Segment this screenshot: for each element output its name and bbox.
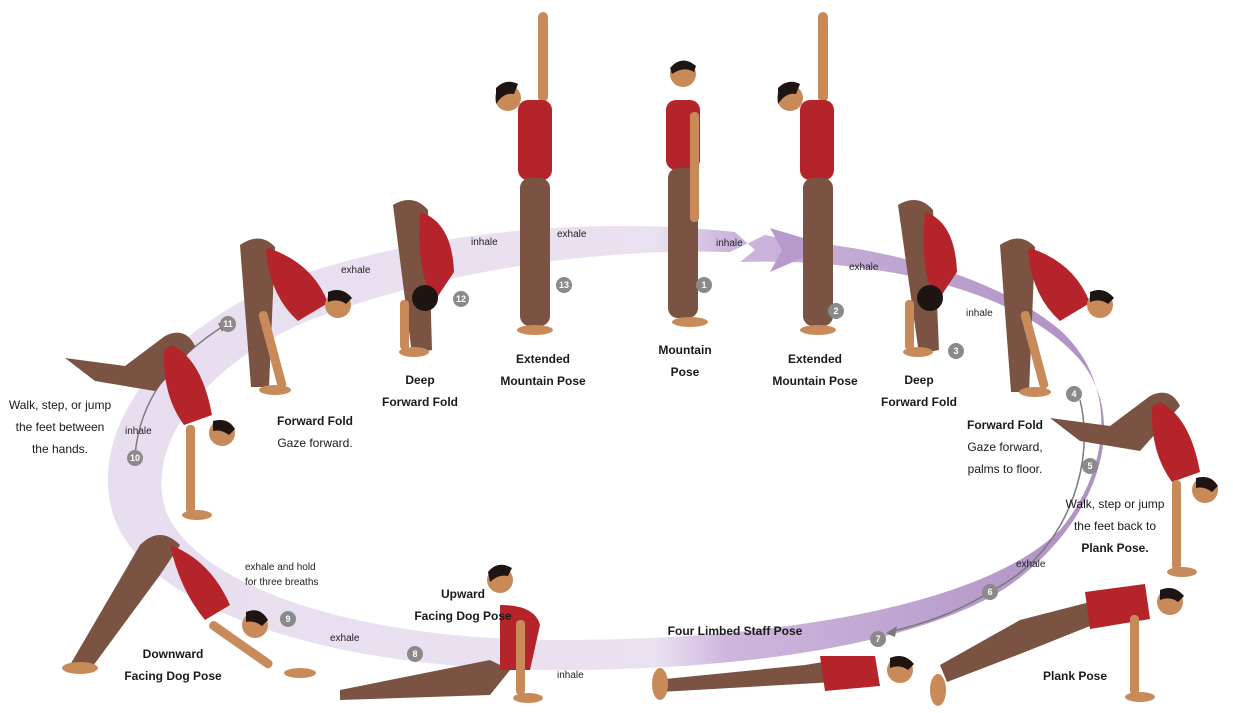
step-badge-9: 9 [280,611,296,627]
breath-label-5: exhale [1016,559,1045,570]
figure-forward-fold-right [1000,238,1114,397]
step-badge-13: 13 [556,277,572,293]
breath-label-12: exhale [557,229,586,240]
pose-label-deep-forward-fold-left: Deep Forward Fold [375,369,465,413]
figure-deep-forward-fold-right [898,200,957,357]
instruction-walk-back: Walk, step or jump the feet back to Plan… [1060,493,1170,559]
breath-label-10: exhale [341,265,370,276]
breath-label-4: inhale [471,237,498,248]
step-badge-11: 11 [220,316,236,332]
pose-label-mountain: Mountain Pose [640,339,730,383]
step-badge-8: 8 [407,646,423,662]
pose-label-upward-dog: Upward Facing Dog Pose [408,583,518,627]
step-badge-2: 2 [828,303,844,319]
pose-label-downward-dog: Downward Facing Dog Pose [118,643,228,687]
pose-label-plank: Plank Pose [1030,665,1120,687]
instruction-walk-forward: Walk, step, or jump the feet between the… [4,394,116,460]
step-badge-3: 3 [948,343,964,359]
step-badge-5: 5 [1082,458,1098,474]
breath-label-7: exhale [330,633,359,644]
breath-label-1: inhale [716,238,743,249]
pose-label-extended-mountain-left: Extended Mountain Pose [493,348,593,392]
pose-label-four-limbed-staff: Four Limbed Staff Pose [660,620,810,642]
pose-label-deep-forward-fold-right: Deep Forward Fold [874,369,964,413]
figure-extended-mountain-left [495,12,553,335]
figure-forward-fold-left [240,238,352,395]
breath-label-2: exhale [849,262,878,273]
breath-label-6: inhale [557,670,584,681]
pose-label-forward-fold-right: Forward Fold Gaze forward, palms to floo… [955,414,1055,480]
breath-label-11: inhale [125,426,152,437]
step-badge-10: 10 [127,450,143,466]
breath-label-8: exhale and hold [245,562,316,573]
step-badge-7: 7 [870,631,886,647]
step-badge-4: 4 [1066,386,1082,402]
breath-label-3: inhale [966,308,993,319]
step-badge-6: 6 [982,584,998,600]
step-badge-1: 1 [696,277,712,293]
figure-extended-mountain-right [777,12,836,335]
breath-label-8b: for three breaths [245,577,318,588]
pose-label-extended-mountain-right: Extended Mountain Pose [765,348,865,392]
step-badge-12: 12 [453,291,469,307]
pose-label-forward-fold-left: Forward Fold Gaze forward. [265,410,365,454]
